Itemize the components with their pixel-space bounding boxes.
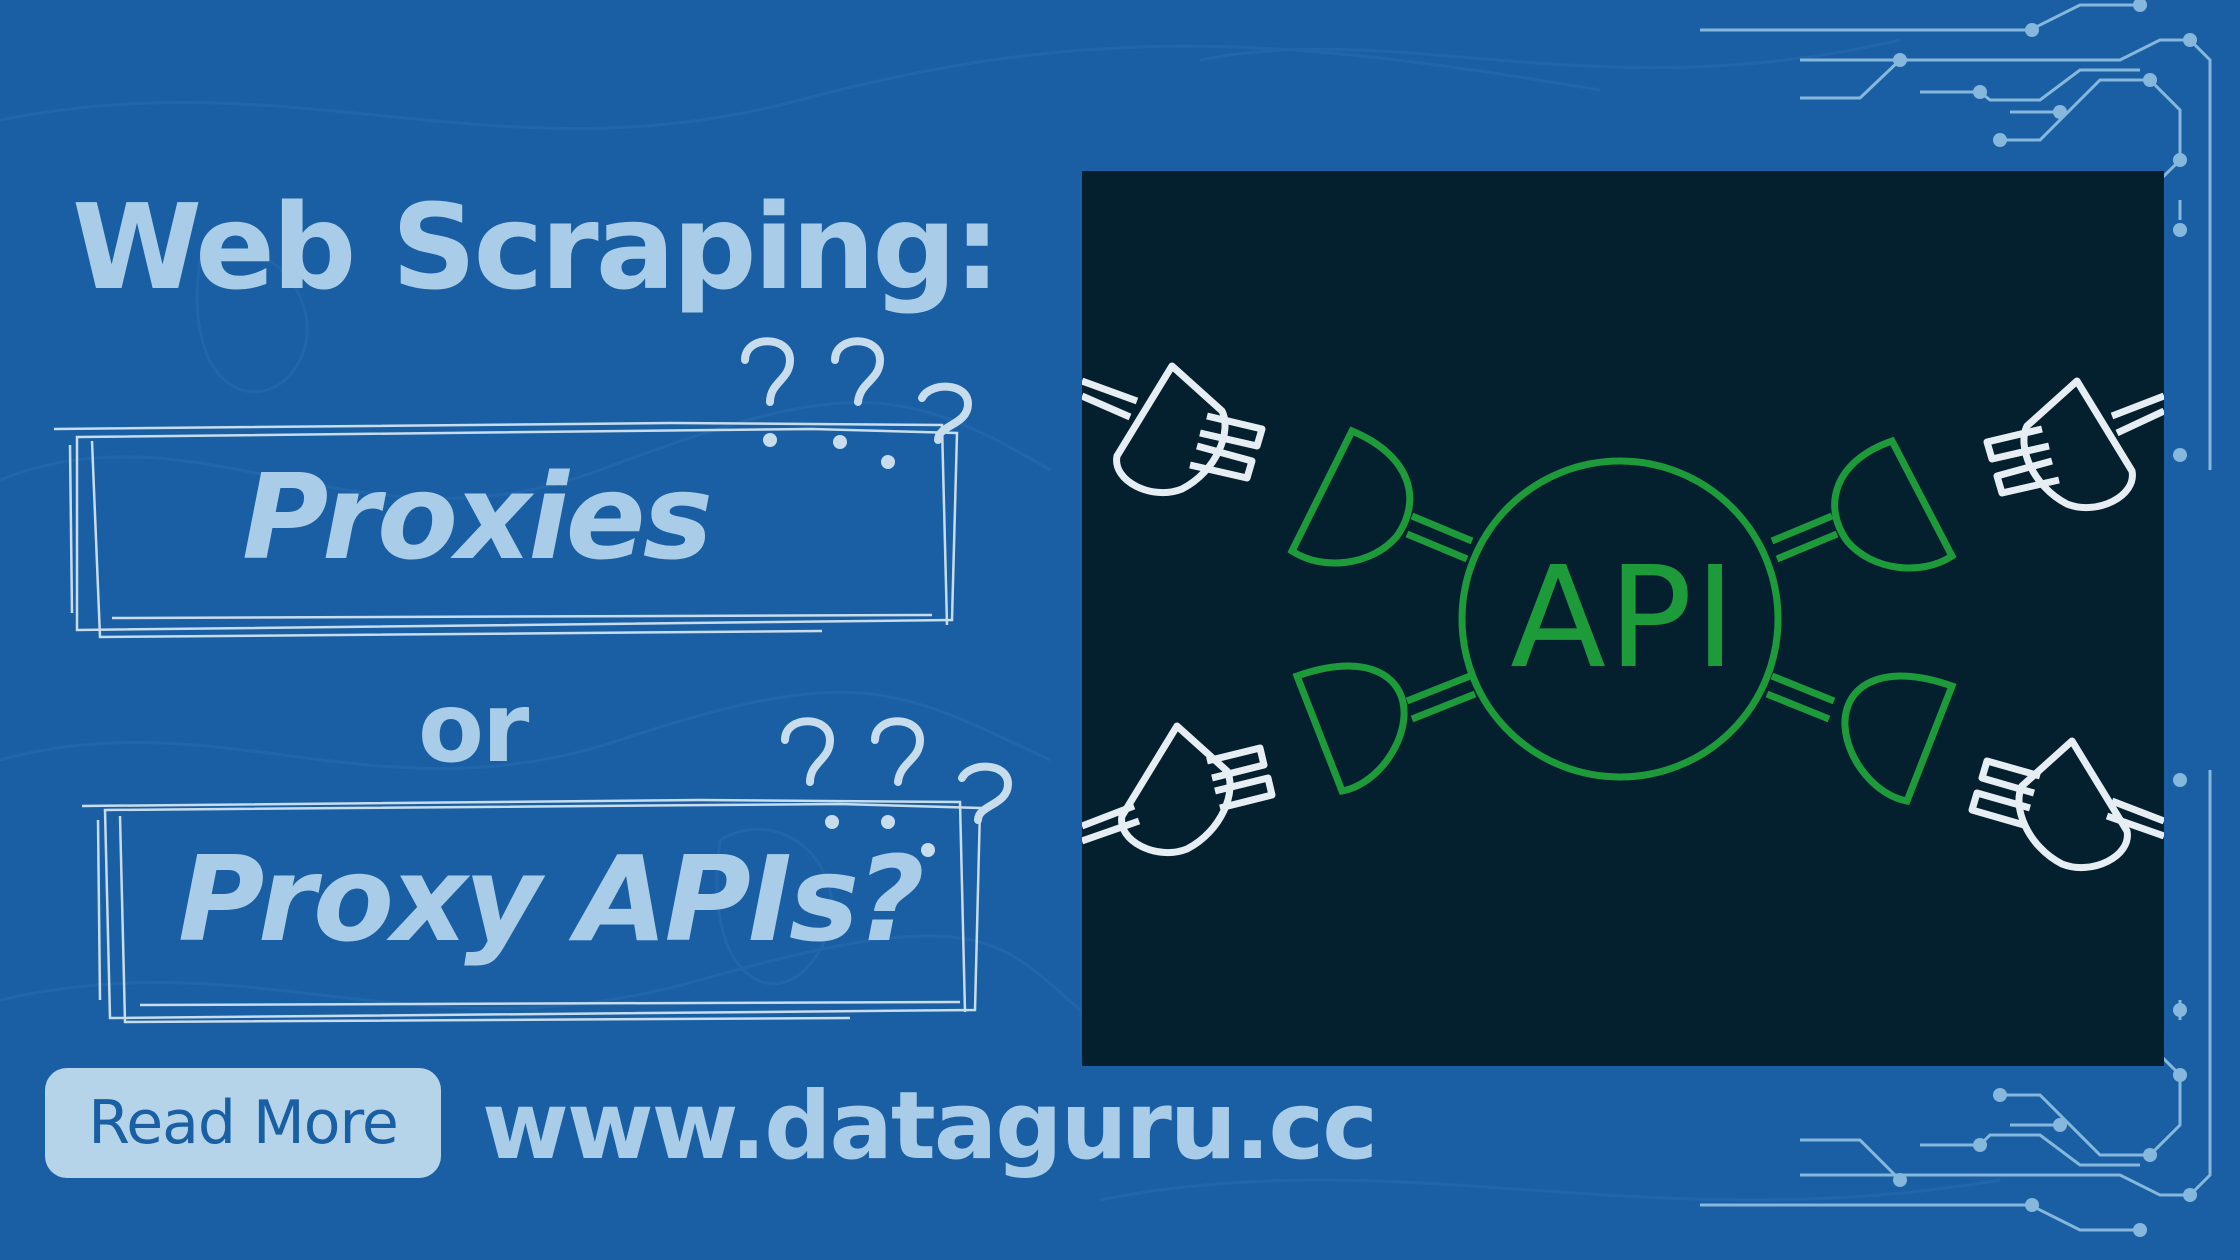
website-url[interactable]: www.dataguru.cc [482,1072,1378,1181]
sketch-box-proxy-apis [81,798,982,1024]
circuit-traces-bottom [1700,770,2212,1237]
option-proxies: Proxies [242,448,713,586]
plug-icon [1968,737,2164,872]
api-illustration: API [1082,171,2164,1066]
headline: Web Scraping: [72,178,1001,316]
plug-icon [1082,722,1276,857]
option-proxy-apis: Proxy APIs? [178,830,925,968]
socket-icon [1292,662,1408,795]
socket-icon [1831,436,1957,572]
question-mark-icon [741,337,973,469]
connector-or: or [418,672,529,784]
api-label: API [1510,537,1738,700]
api-circle [1458,457,1782,781]
socket-icon [1841,672,1957,805]
api-diagram [1082,362,2164,872]
plug-icon [1082,362,1266,497]
plug-icon [1983,377,2164,512]
question-mark-icon [781,717,1013,857]
socket-icon [1287,426,1414,567]
read-more-button[interactable]: Read More [45,1068,441,1178]
circuit-traces-top [1700,0,2212,470]
sketch-box-proxies [53,421,959,639]
